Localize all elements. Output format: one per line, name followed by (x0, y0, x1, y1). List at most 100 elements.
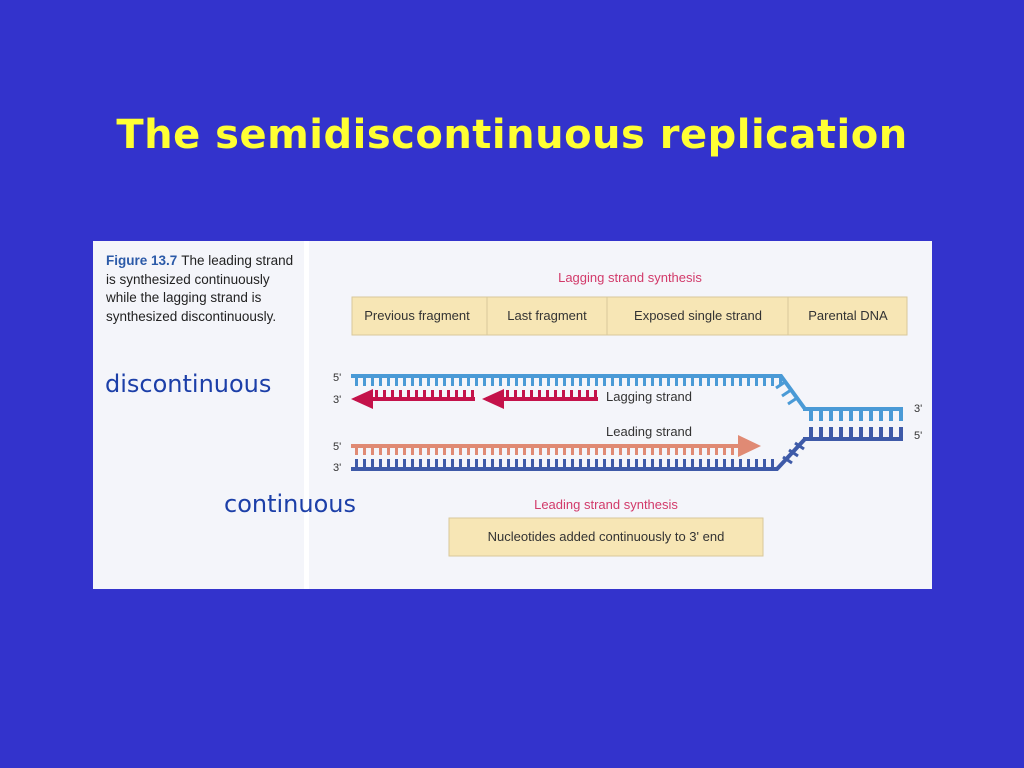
base-pair-rung (563, 378, 566, 386)
top-strand-3-prime: 3' (333, 394, 341, 406)
bottom-strand-3-prime: 3' (333, 462, 341, 474)
leading-synthesis-header: Leading strand synthesis (534, 497, 678, 512)
legend: Previous fragment Last fragment Exposed … (352, 297, 907, 335)
base-pair-rung (395, 459, 398, 469)
base-pair-rung (899, 427, 903, 437)
base-pair-rung (459, 447, 462, 455)
base-pair-rung (603, 447, 606, 455)
base-pair-rung (475, 447, 478, 455)
base-pair-rung (579, 459, 582, 469)
base-pair-rung (419, 447, 422, 455)
base-pair-rung (603, 459, 606, 469)
base-pair-rung (809, 411, 813, 421)
base-pair-rung (627, 378, 630, 386)
base-pair-rung (411, 378, 414, 386)
bottom-strand-5-prime: 5' (333, 441, 341, 453)
base-pair-rung (363, 459, 366, 469)
base-pair-rung (707, 459, 710, 469)
base-pair-rung (879, 427, 883, 437)
base-pair-rung (391, 390, 394, 398)
base-pair-rung (627, 459, 630, 469)
leading-note: Nucleotides added continuously to 3' end (488, 529, 725, 544)
base-pair-rung (443, 447, 446, 455)
base-pair-rung (659, 459, 662, 469)
base-pair-rung (699, 459, 702, 469)
base-pair-rung (809, 427, 813, 437)
base-pair-rung (507, 459, 510, 469)
base-pair-rung (839, 427, 843, 437)
base-pair-rung (411, 459, 414, 469)
base-pair-rung (530, 390, 533, 398)
base-pair-rung (829, 427, 833, 437)
base-pair-rung (829, 411, 833, 421)
base-pair-rung (407, 390, 410, 398)
base-pair-rung (355, 459, 358, 469)
top-template-bases (355, 378, 782, 386)
base-pair-rung (431, 390, 434, 398)
base-pair-rung (507, 447, 510, 455)
base-pair-rung (491, 447, 494, 455)
base-pair-rung (555, 459, 558, 469)
base-pair-rung (731, 378, 734, 386)
base-pair-rung (451, 459, 454, 469)
base-pair-rung (619, 378, 622, 386)
base-pair-rung (683, 459, 686, 469)
base-pair-rung (531, 459, 534, 469)
base-pair-rung (627, 447, 630, 455)
base-pair-rung (579, 378, 582, 386)
base-pair-rung (523, 378, 526, 386)
fork-bases (776, 382, 804, 463)
base-pair-rung (747, 378, 750, 386)
base-pair-rung (723, 447, 726, 455)
base-pair-rung (869, 427, 873, 437)
slide-title: The semidiscontinuous replication (0, 112, 1024, 158)
leading-strand (351, 435, 761, 457)
base-pair-rung (515, 459, 518, 469)
parental-base-pairs (809, 411, 903, 437)
base-pair-rung (363, 378, 366, 386)
base-pair-rung (839, 411, 843, 421)
base-pair-rung (563, 447, 566, 455)
legend-previous-fragment: Previous fragment (364, 308, 470, 323)
base-pair-rung (387, 459, 390, 469)
base-pair-rung (427, 378, 430, 386)
base-pair-rung (506, 390, 509, 398)
parental-dna (803, 407, 903, 441)
base-pair-rung (723, 459, 726, 469)
base-pair-rung (539, 459, 542, 469)
base-pair-rung (523, 459, 526, 469)
base-pair-rung (491, 378, 494, 386)
base-pair-rung (371, 447, 374, 455)
base-pair-rung (531, 447, 534, 455)
fork-base-rung (788, 398, 797, 404)
base-pair-rung (395, 378, 398, 386)
base-pair-rung (483, 459, 486, 469)
base-pair-rung (611, 447, 614, 455)
base-pair-rung (447, 390, 450, 398)
base-pair-rung (439, 390, 442, 398)
base-pair-rung (371, 459, 374, 469)
right-5-prime: 5' (914, 430, 922, 442)
base-pair-rung (403, 459, 406, 469)
base-pair-rung (595, 459, 598, 469)
base-pair-rung (879, 411, 883, 421)
base-pair-rung (763, 459, 766, 469)
base-pair-rung (547, 378, 550, 386)
base-pair-rung (587, 447, 590, 455)
base-pair-rung (475, 459, 478, 469)
base-pair-rung (451, 378, 454, 386)
base-pair-rung (471, 390, 474, 398)
base-pair-rung (523, 447, 526, 455)
base-pair-rung (411, 447, 414, 455)
base-pair-rung (499, 447, 502, 455)
base-pair-rung (403, 378, 406, 386)
base-pair-rung (595, 378, 598, 386)
base-pair-rung (539, 447, 542, 455)
base-pair-rung (514, 390, 517, 398)
base-pair-rung (467, 459, 470, 469)
base-pair-rung (699, 447, 702, 455)
base-pair-rung (675, 459, 678, 469)
base-pair-rung (415, 390, 418, 398)
base-pair-rung (635, 447, 638, 455)
